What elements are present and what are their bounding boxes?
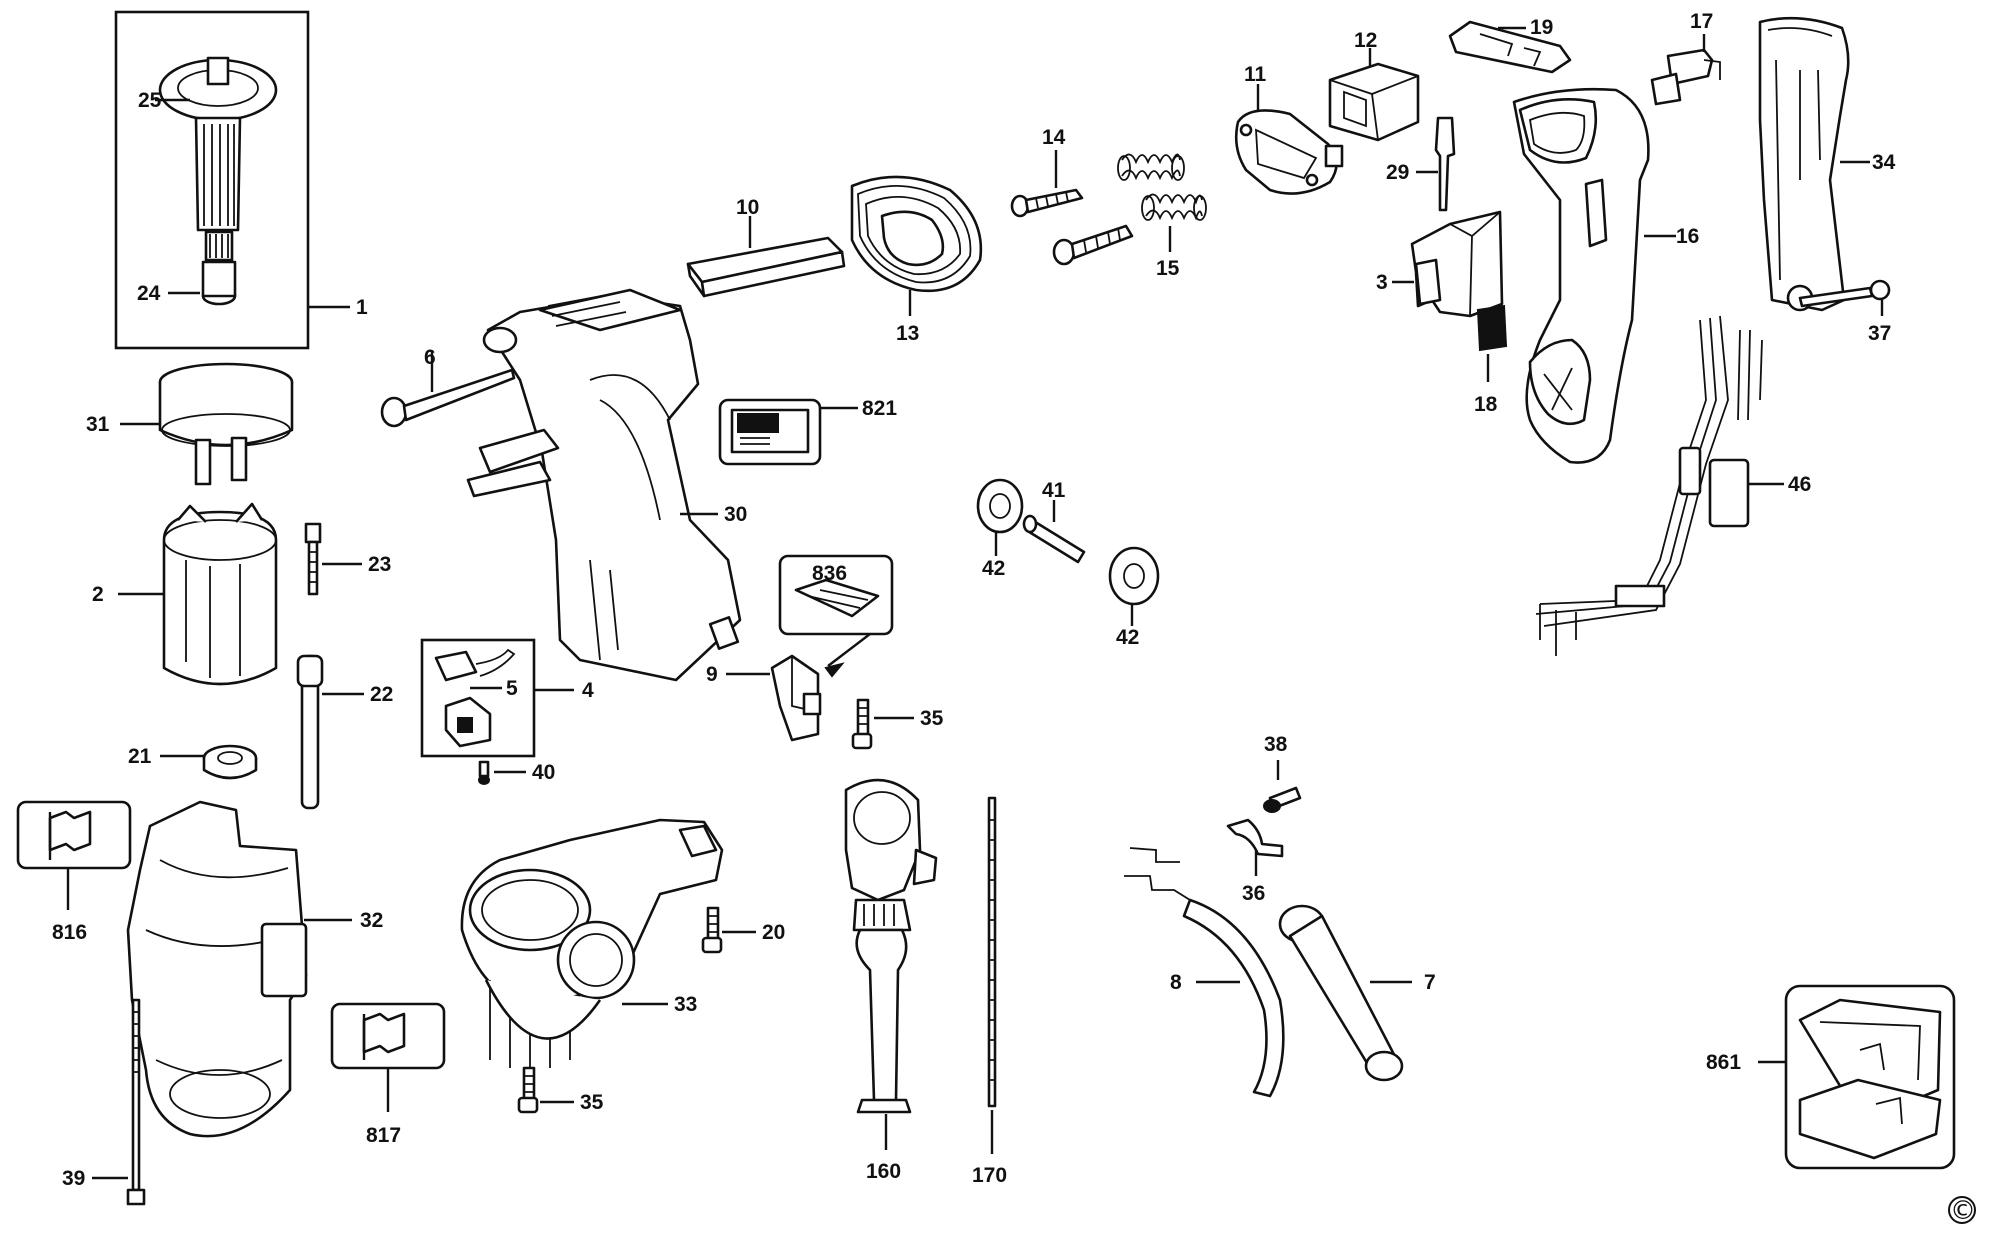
label-861: 861 xyxy=(1706,1051,1741,1074)
part-18-brush xyxy=(1476,304,1508,382)
part-35-screw-a xyxy=(851,698,914,750)
part-10-key-bar xyxy=(686,216,846,298)
label-31: 31 xyxy=(86,413,110,436)
part-17-plug xyxy=(1650,34,1721,106)
label-11: 11 xyxy=(1244,63,1267,86)
part-1-armature-assembly xyxy=(114,10,350,350)
label-14: 14 xyxy=(1042,126,1066,149)
label-21: 21 xyxy=(128,745,152,768)
part-8-power-cord xyxy=(1124,847,1285,1098)
label-8: 8 xyxy=(1170,971,1182,994)
part-39-screw xyxy=(92,998,146,1206)
label-12: 12 xyxy=(1354,29,1377,52)
part-170-depth-rod xyxy=(987,796,997,1154)
part-9-bracket xyxy=(726,654,822,742)
part-12-switch-box xyxy=(1328,48,1420,142)
part-13-bellows xyxy=(850,175,983,316)
part-29-lever xyxy=(1416,116,1456,212)
part-817-label-box xyxy=(330,1002,446,1112)
part-34-rear-cover xyxy=(1758,16,1870,312)
part-32-motor-housing xyxy=(126,800,352,1138)
part-816-label-box xyxy=(16,800,132,910)
label-34: 34 xyxy=(1872,151,1896,174)
label-170: 170 xyxy=(972,1164,1007,1187)
label-19: 19 xyxy=(1530,16,1553,39)
label-25: 25 xyxy=(138,89,162,112)
part-4-brush-holder-box xyxy=(420,638,574,758)
label-16: 16 xyxy=(1676,225,1699,248)
label-13: 13 xyxy=(896,322,919,345)
label-41: 41 xyxy=(1042,479,1066,502)
label-6: 6 xyxy=(424,346,436,369)
part-20-screw xyxy=(701,906,756,954)
label-39: 39 xyxy=(62,1167,85,1190)
part-19-clip xyxy=(1448,20,1572,74)
label-821: 821 xyxy=(862,397,897,420)
label-40: 40 xyxy=(532,761,555,784)
part-40-screw xyxy=(478,760,526,785)
label-3: 3 xyxy=(1376,271,1388,294)
part-3-switch xyxy=(1392,210,1504,318)
part-30-gear-housing xyxy=(466,288,742,682)
part-23-screw xyxy=(304,522,362,596)
part-836-label-box xyxy=(778,554,894,678)
copyright-mark: © xyxy=(1950,1196,1976,1226)
part-31-baffle xyxy=(120,362,294,486)
label-10: 10 xyxy=(736,196,759,219)
label-33: 33 xyxy=(674,993,697,1016)
part-21-bearing xyxy=(160,744,258,780)
label-5: 5 xyxy=(506,677,518,700)
label-24: 24 xyxy=(137,282,161,305)
part-15-springs xyxy=(1117,153,1207,252)
label-20: 20 xyxy=(762,921,785,944)
label-17: 17 xyxy=(1690,10,1713,33)
label-15: 15 xyxy=(1156,257,1180,280)
part-36-clamp xyxy=(1226,818,1284,876)
label-836: 836 xyxy=(812,562,847,585)
label-35b: 35 xyxy=(580,1091,604,1114)
label-38: 38 xyxy=(1264,733,1288,756)
label-18: 18 xyxy=(1474,393,1498,416)
part-861-carrying-case xyxy=(1758,984,1956,1170)
part-2-field xyxy=(118,502,278,686)
part-33-gearcase xyxy=(460,818,724,1070)
label-42b: 42 xyxy=(1116,626,1139,649)
part-37-screw xyxy=(1798,279,1891,316)
label-37: 37 xyxy=(1868,322,1891,345)
part-14-screws xyxy=(1010,150,1134,266)
label-29: 29 xyxy=(1386,161,1409,184)
label-817: 817 xyxy=(366,1124,401,1147)
label-42a: 42 xyxy=(982,557,1005,580)
label-32: 32 xyxy=(360,909,383,932)
part-7-cord-guard xyxy=(1278,904,1412,1082)
label-36: 36 xyxy=(1242,882,1265,905)
part-42-damper-b xyxy=(1108,546,1160,626)
label-160: 160 xyxy=(866,1160,901,1183)
part-46-cable-harness xyxy=(1535,315,1784,656)
label-4: 4 xyxy=(582,679,594,702)
label-30: 30 xyxy=(724,503,747,526)
label-9: 9 xyxy=(706,663,718,686)
label-35a: 35 xyxy=(920,707,944,730)
label-7: 7 xyxy=(1424,971,1436,994)
part-6-bolt xyxy=(380,352,516,428)
part-41-pin xyxy=(1022,500,1086,564)
part-38-screw xyxy=(1263,760,1302,813)
part-42-damper-a xyxy=(976,478,1024,556)
part-22-tube xyxy=(296,654,364,810)
label-2: 2 xyxy=(92,583,104,606)
part-16-handle xyxy=(1512,87,1676,464)
part-35-screw-b xyxy=(517,1066,574,1114)
label-1: 1 xyxy=(356,296,368,319)
label-22: 22 xyxy=(370,683,393,706)
label-816: 816 xyxy=(52,921,87,944)
part-821-label-box xyxy=(718,398,858,466)
part-160-side-handle xyxy=(844,778,938,1150)
label-23: 23 xyxy=(368,553,391,576)
copyright-ring xyxy=(1948,1196,1976,1224)
label-46: 46 xyxy=(1788,473,1811,496)
part-11-mount-plate xyxy=(1234,84,1344,195)
